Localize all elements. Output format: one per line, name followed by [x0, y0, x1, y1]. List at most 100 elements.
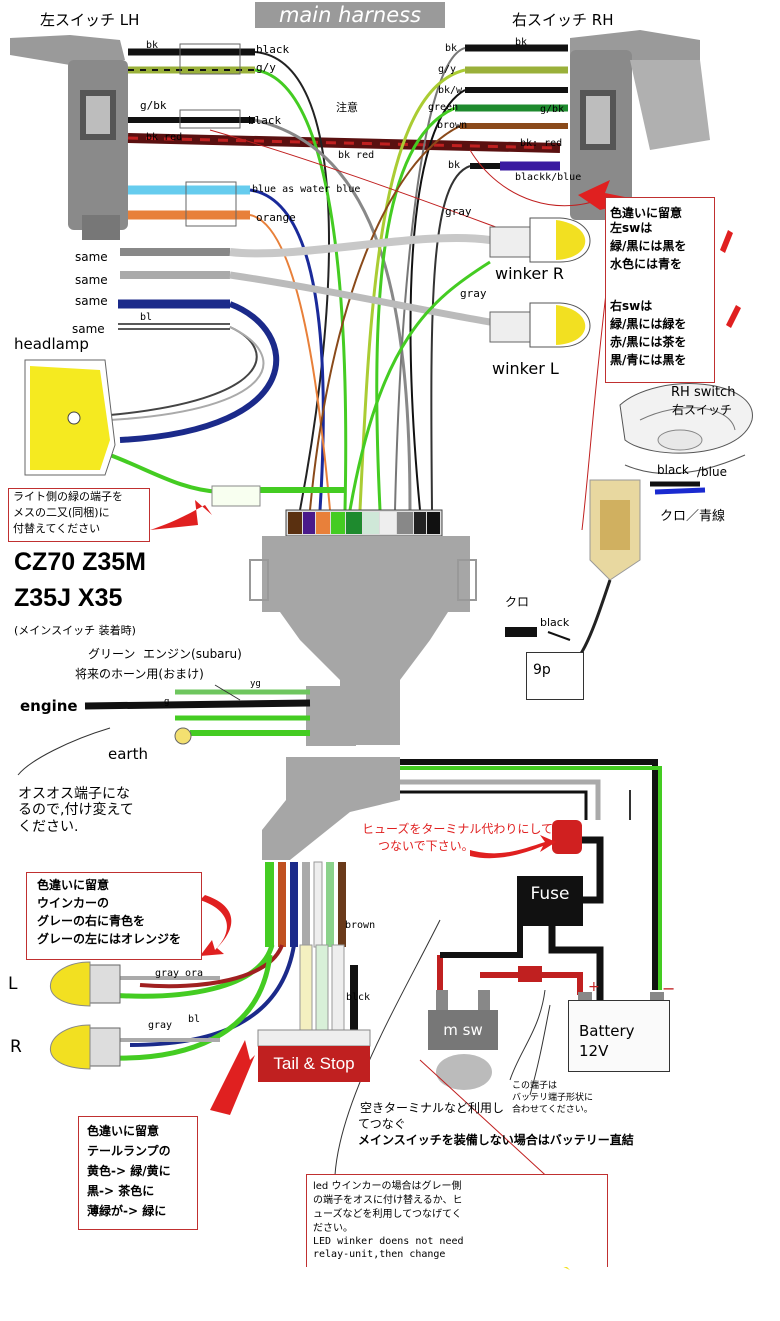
wire-label-bkred: bk red — [146, 132, 183, 143]
left-switch-graphic — [10, 35, 128, 240]
osu-note-2: ください. — [18, 819, 79, 835]
same-label-1: same — [75, 250, 108, 264]
rh-note-line-2: 緑/黒には黒を — [610, 239, 687, 253]
diagram-title: main harness — [255, 2, 445, 28]
rear-l-label: L — [8, 974, 18, 994]
switch-rh-label: 右スイッチ RH — [512, 11, 614, 29]
wire-label-brown-r: brown — [437, 120, 468, 131]
wire-label-g: g — [164, 697, 170, 707]
fuse-block: Fuse — [517, 876, 583, 926]
osu-note-0: オスオス端子にな — [18, 786, 130, 802]
rh-note-line-5: 右swは — [610, 299, 653, 313]
rh-note-line-3: 水色には青を — [610, 257, 683, 271]
wire-label-gray-r: gray — [148, 1020, 173, 1031]
green-terminal — [211, 485, 261, 507]
empty-terminal-note-0: 空きターミナルなど利用し — [360, 1101, 505, 1115]
winker-color-note: 色違いに留意 ウインカーの グレーの右に青色を グレーの左にはオレンジを — [26, 872, 202, 960]
tail-note-0: 色違いに留意 — [87, 1124, 160, 1138]
wire-label-bk-r: bk — [445, 43, 458, 54]
wire-label-bl: bl — [140, 312, 153, 323]
light-note-line-2: 付替えてください — [13, 522, 101, 535]
tail-color-note: 色違いに留意 テールランプの 黄色-> 緑/黄に 黒-> 茶色に 薄緑が-> 緑… — [78, 1116, 198, 1230]
wire-label-bluewater: blue as water blue — [252, 184, 361, 195]
winker-r-graphic — [489, 217, 591, 263]
led-note-1: の端子をオスに付け替えるか、ヒ — [313, 1195, 463, 1206]
model-line-2: Z35J X35 — [14, 584, 123, 612]
rh-note-line-6: 緑/黒には緑を — [610, 317, 687, 331]
winker-note-2: グレーの右に青色を — [37, 914, 146, 928]
tail-stop-block: Tail & Stop — [258, 1046, 370, 1082]
wire-label-gbk-r: g/bk — [540, 104, 565, 115]
engine-wires — [84, 684, 311, 745]
wire-label-bk-r3: bk — [448, 160, 461, 171]
battery-direct-note: メインスイッチを装備しない場合はバッテリー直結 — [358, 1133, 634, 1147]
same-label-2: same — [75, 273, 108, 287]
black-k-label: black — [540, 616, 570, 629]
rh-wires — [455, 44, 568, 171]
light-note-line-1: メスの二又(同梱)に — [13, 506, 110, 519]
led-note-0: led ウインカーの場合はグレー側 — [313, 1181, 462, 1192]
wire-label-bkw-r: bk/w — [438, 85, 463, 96]
battery-plus: + — [588, 979, 600, 995]
same-label-3: same — [75, 294, 108, 308]
wire-label-gray-2: gray — [460, 287, 487, 300]
wire-label-bkred-mid: bk red — [338, 150, 375, 161]
winker-note-3: グレーの左にはオレンジを — [37, 932, 182, 946]
empty-terminal-note-1: てつなぐ — [358, 1117, 406, 1131]
blue-slash-label: /blue — [697, 465, 727, 479]
clear-connector — [505, 479, 641, 656]
rh-switch-label: RH switch — [671, 385, 736, 400]
wire-label-green-r: green — [428, 102, 459, 113]
harness-body — [249, 536, 477, 860]
fuse-label: Fuse — [530, 884, 570, 904]
headlamp-label: headlamp — [14, 335, 89, 353]
rh-switch-jp-label: 右スイッチ — [672, 403, 733, 417]
rh-note-line-0: 色違いに留意 — [610, 206, 683, 220]
green-engine-label: グリーン エンジン(subaru) — [88, 647, 242, 661]
fuse-terminal — [552, 820, 582, 854]
led-note-2: ューズなどを利用してつなげてく — [313, 1209, 462, 1220]
same-label-4: same — [72, 322, 105, 336]
switch-lh-label: 左スイッチ LH — [40, 11, 140, 29]
black-label: black — [657, 463, 689, 477]
light-terminal-note: ライト側の緑の端子を メスの二又(同梱)に 付替えてください — [8, 488, 150, 542]
tail-note-3: 黒-> 茶色に — [87, 1184, 155, 1198]
wire-label-orange: orange — [256, 211, 296, 224]
kuro-label: クロ — [505, 595, 530, 609]
wire-label-bk-r2: bk — [515, 37, 528, 48]
headlamp-graphic — [24, 359, 116, 476]
wire-label-gray-l: gray — [155, 968, 180, 979]
rh-switch-inset — [619, 383, 753, 495]
winker-note-1: ウインカーの — [37, 896, 110, 910]
right-switch-graphic — [570, 30, 710, 220]
battery-voltage: 12V — [579, 1042, 609, 1060]
kuro-ao-label: クロ／青線 — [660, 509, 726, 524]
connector-9p-label: 9p — [533, 662, 551, 678]
terminal-note-1: バッテリ端子形状に — [512, 1093, 594, 1103]
wire-label-gray-1: gray — [445, 205, 472, 218]
main-connector — [285, 509, 443, 537]
wire-label-black: black — [256, 43, 290, 56]
winker-l-label: winker L — [492, 359, 559, 378]
rh-color-note: 色違いに留意 左swは 緑/黒には黒を 水色には青を 右swは 緑/黒には緑を … — [605, 197, 715, 383]
light-green-arrow — [150, 500, 212, 530]
wire-label-black2: black — [248, 114, 282, 127]
wire-label-ora: ora — [185, 968, 204, 979]
rear-r-label: R — [10, 1037, 22, 1057]
main-switch-note: (メインスイッチ 装着時) — [14, 624, 136, 637]
terminal-note-2: 合わせてください。 — [512, 1105, 593, 1115]
main-switch-graphic — [436, 990, 492, 1090]
rear-wires — [109, 861, 371, 1061]
tail-stop-label: Tail & Stop — [273, 1054, 355, 1073]
rh-note-line-8: 黒/青には黒を — [610, 353, 687, 367]
tail-note-1: テールランプの — [87, 1144, 171, 1158]
rh-note-line-7: 赤/黒には茶を — [610, 335, 687, 349]
winker-l-graphic — [489, 302, 591, 348]
wire-label-yg: yg — [250, 679, 261, 689]
winker-note-0: 色違いに留意 — [37, 878, 110, 892]
rh-note-line-1: 左swは — [610, 221, 653, 235]
winker-r-label: winker R — [495, 264, 564, 283]
lh-wires — [118, 43, 561, 330]
